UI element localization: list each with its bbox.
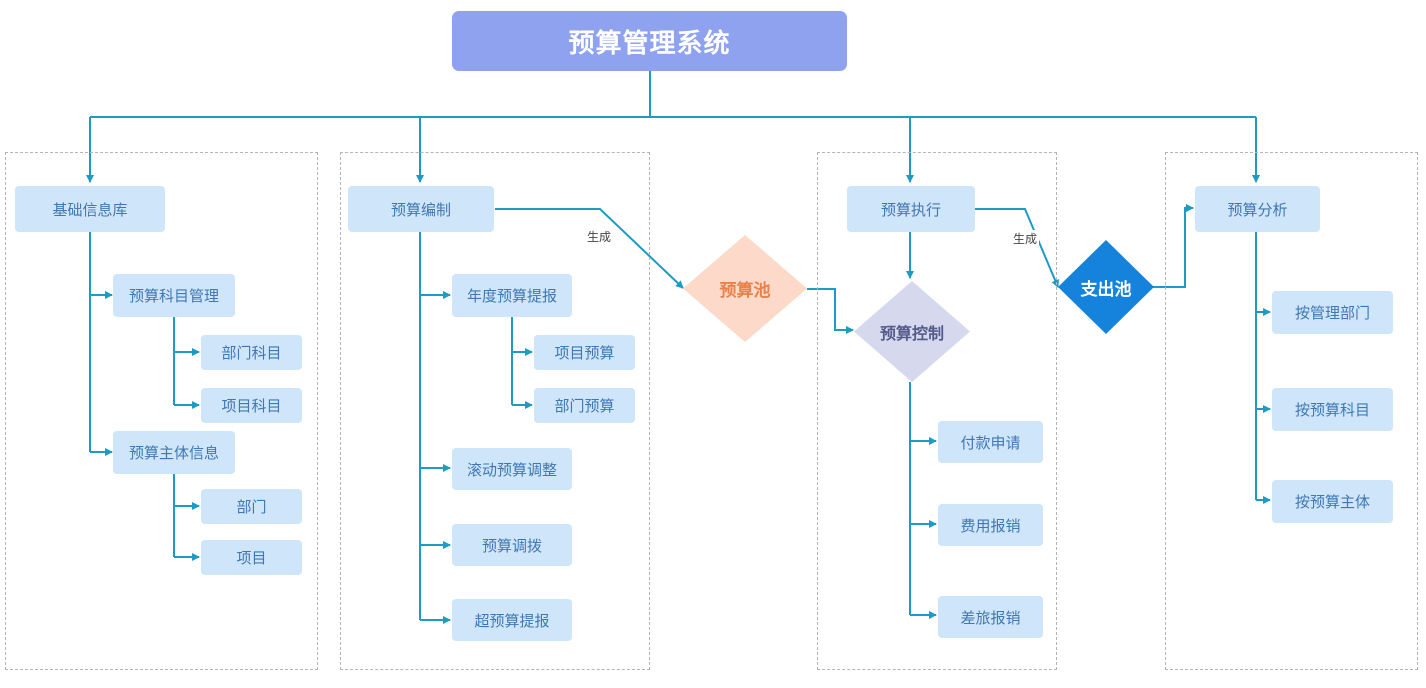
- node-travel-claim: 差旅报销: [938, 596, 1043, 638]
- node-budget-compile: 预算编制: [348, 186, 494, 232]
- node-base-info-library: 基础信息库: [15, 186, 165, 232]
- group-budget-execute: [817, 152, 1057, 670]
- node-by-entity: 按预算主体: [1272, 480, 1393, 523]
- node-project-subject: 项目科目: [201, 388, 302, 423]
- group-budget-analysis: [1165, 152, 1418, 670]
- node-entity-info: 预算主体信息: [113, 431, 235, 474]
- root-node-title: 预算管理系统: [452, 11, 847, 71]
- node-dept-budget: 部门预算: [534, 388, 635, 423]
- edge-label-generate-expense: 生成: [1011, 230, 1040, 247]
- node-by-dept: 按管理部门: [1272, 291, 1393, 334]
- node-budget-transfer: 预算调拨: [452, 524, 572, 566]
- node-project: 项目: [201, 540, 302, 575]
- group-base-info: [5, 152, 318, 670]
- node-annual-submission: 年度预算提报: [452, 274, 572, 317]
- diamond-budget-control: 预算控制: [854, 281, 970, 382]
- node-payment-request: 付款申请: [938, 421, 1043, 463]
- node-budget-analysis: 预算分析: [1195, 186, 1320, 232]
- node-subject-management: 预算科目管理: [113, 274, 235, 317]
- diamond-budget-pool: 预算池: [683, 235, 807, 342]
- diamond-expense-pool-shape: [1058, 240, 1154, 334]
- group-budget-compile: [340, 152, 650, 670]
- budget-pool-label: 预算池: [719, 281, 771, 301]
- node-budget-execute: 预算执行: [847, 186, 975, 232]
- expense-pool-label: 支出池: [1080, 279, 1132, 300]
- node-dept: 部门: [201, 489, 302, 524]
- diamond-expense-pool: 支出池: [1058, 240, 1154, 334]
- diamond-budget-pool-shape: [683, 235, 807, 342]
- diamond-budget-control-shape: [854, 281, 970, 382]
- edge-label-generate-budget: 生成: [585, 228, 614, 245]
- node-dept-subject: 部门科目: [201, 335, 302, 370]
- node-expense-claim: 费用报销: [938, 504, 1043, 546]
- budget-control-label: 预算控制: [879, 323, 944, 343]
- node-by-subject: 按预算科目: [1272, 388, 1393, 431]
- node-project-budget: 项目预算: [534, 335, 635, 370]
- node-rolling-adjust: 滚动预算调整: [452, 448, 572, 490]
- node-over-budget: 超预算提报: [452, 599, 572, 641]
